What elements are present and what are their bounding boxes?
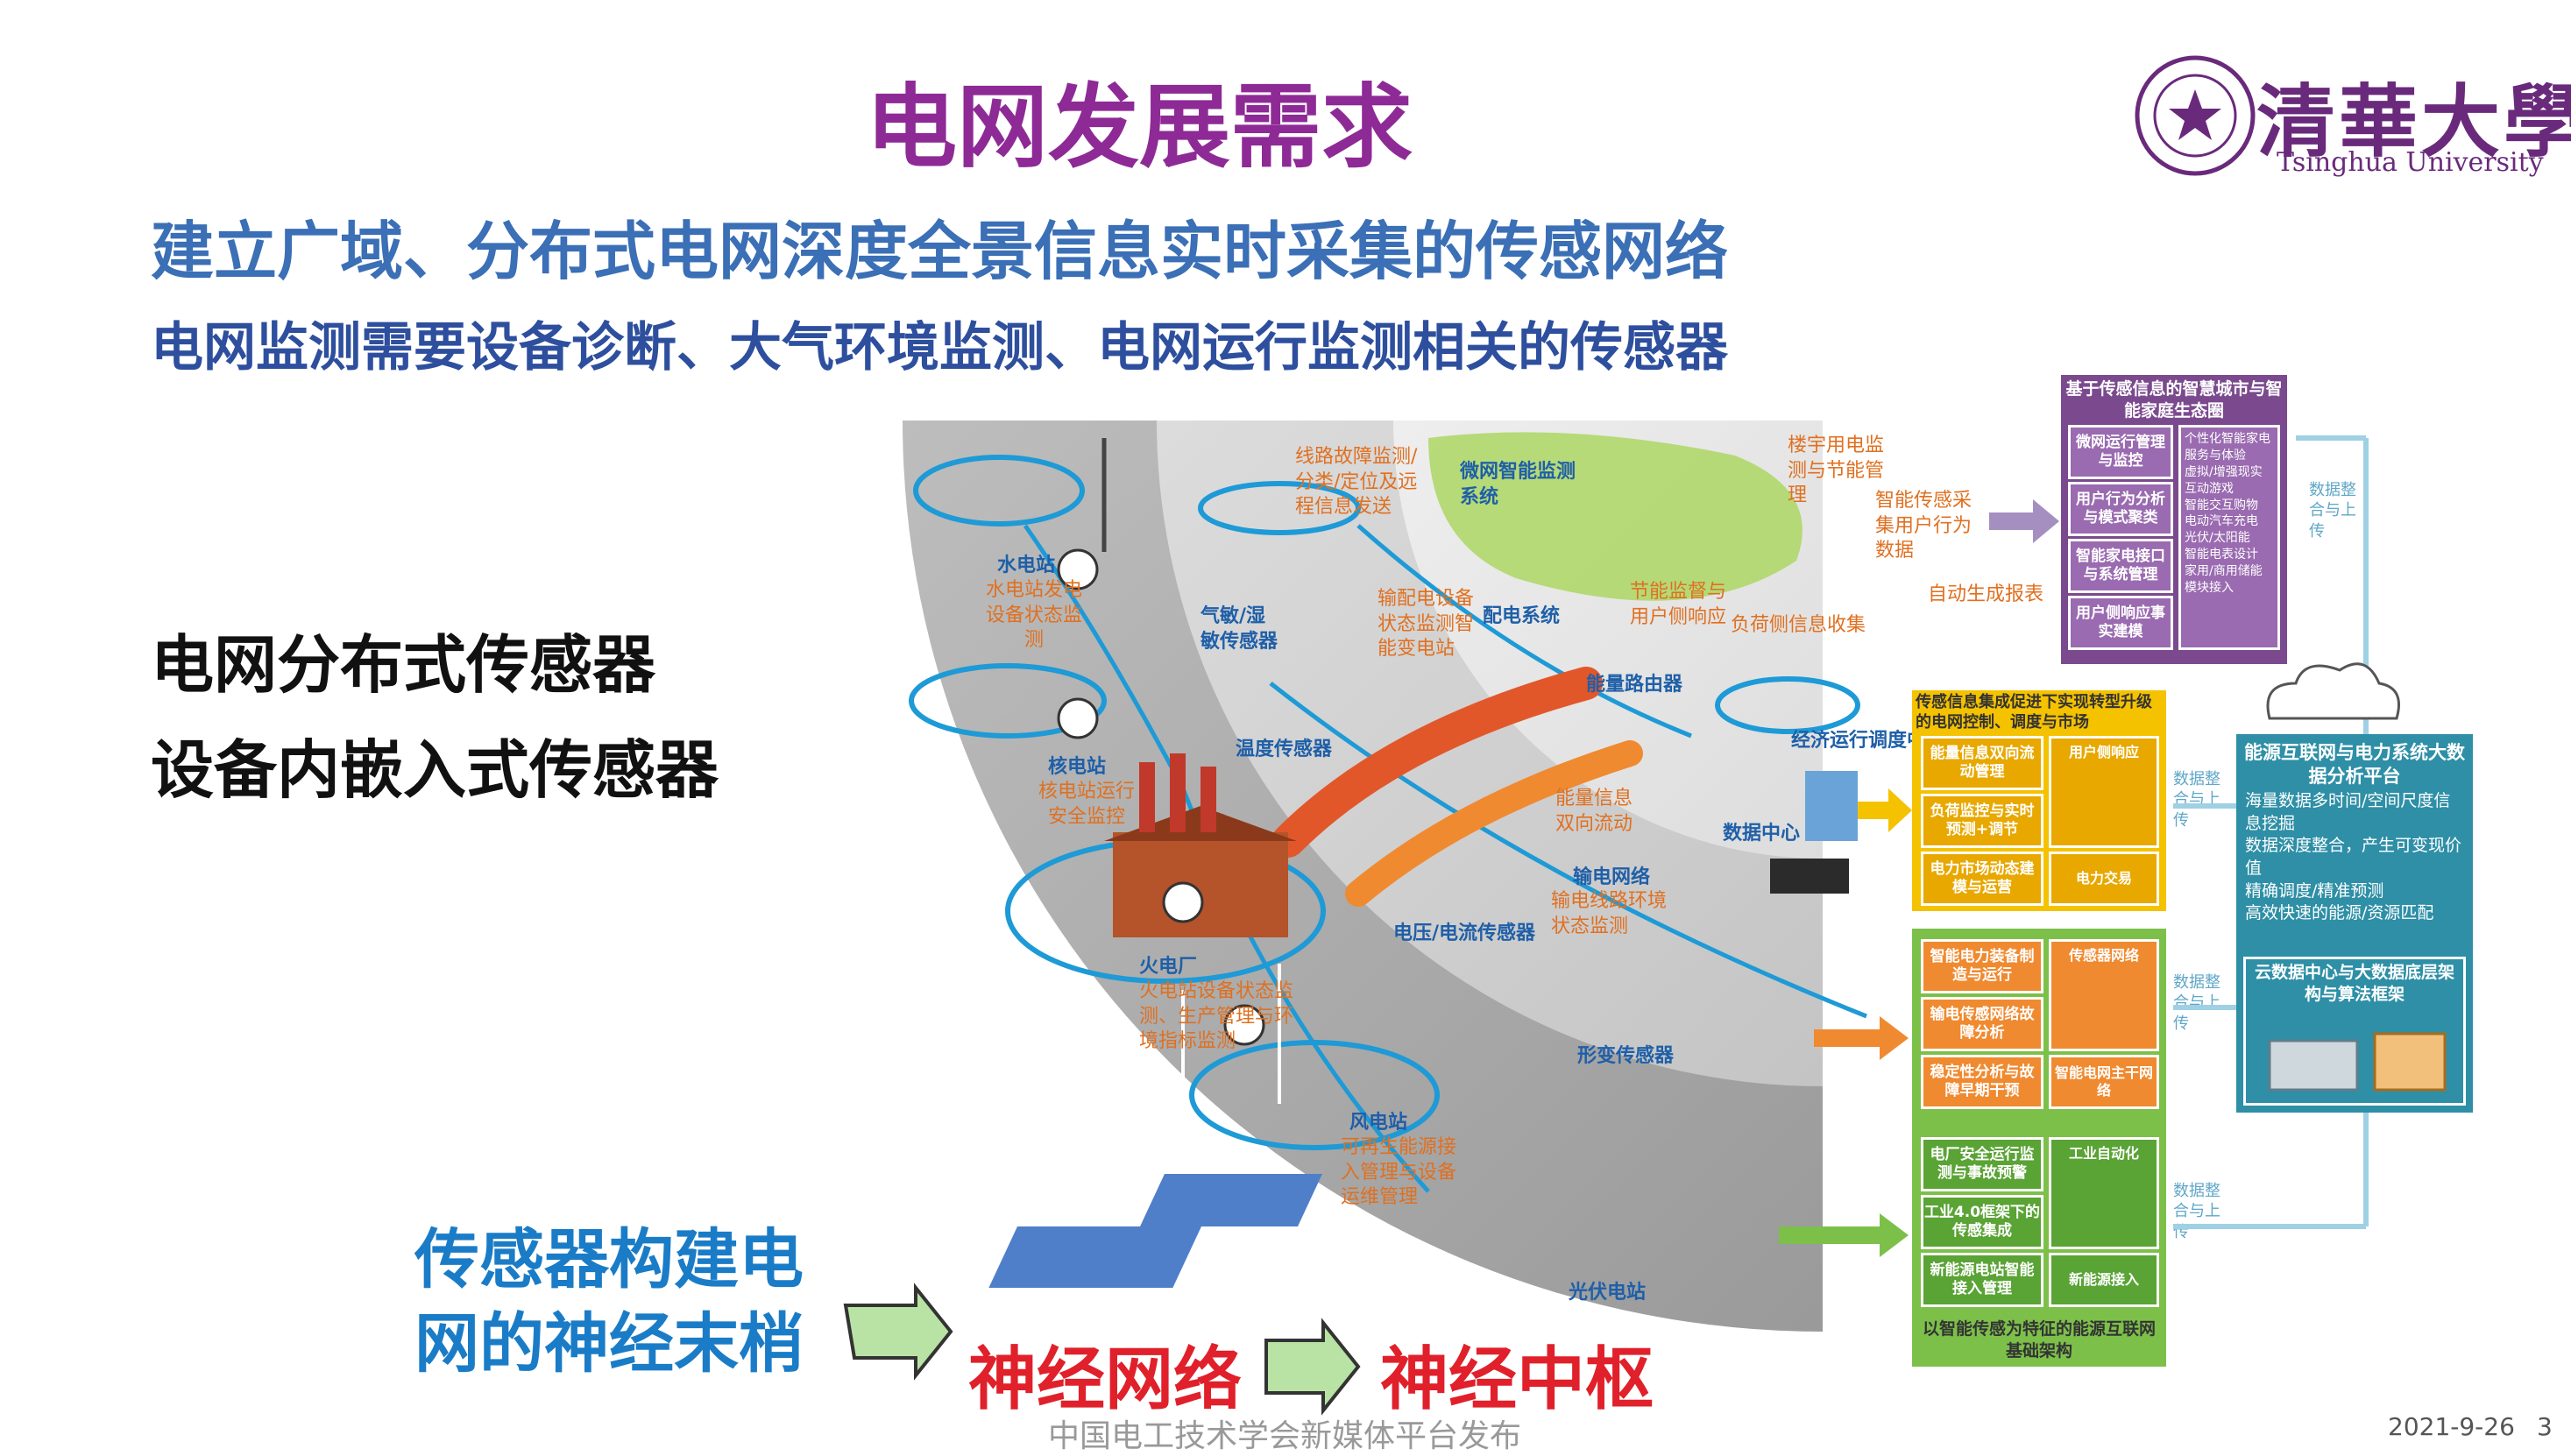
panel-smart-city-title: 基于传感信息的智慧城市与智能家庭生态圈 [2065,379,2283,421]
yellow-item-1: 能量信息双向流动管理 [1921,736,2043,790]
sensor-temperature: 温度传感器 [1236,739,1333,760]
yellow-item-4: 用户侧响应 [2049,736,2159,848]
left-text-distributed: 电网分布式传感器 [151,628,656,702]
logo-chinese: 清華大學 [2256,75,2571,168]
purple-item-2: 用户行为分析与模式聚类 [2068,482,2173,536]
subtitle-primary: 建立广域、分布式电网深度全景信息实时采集的传感网络 [151,215,1729,288]
sensor-voltage-current: 电压/电流传感器 [1393,922,1536,944]
green-item-4: 工业自动化 [2049,1137,2159,1249]
green-item-2: 工业4.0框架下的传感集成 [1921,1195,2043,1249]
station-nuclear-name: 核电站 [1048,756,1107,778]
green-item-1: 电厂安全运行监测与事故预警 [1921,1137,2043,1191]
neural-network-text: 神经网络 [968,1340,1243,1419]
orange-item-1: 智能电力装备制造与运行 [1921,939,2043,993]
orange-item-4: 传感器网络 [2049,939,2159,1051]
purple-right-list: 个性化智能家电服务与体验 虚拟/增强现实互动游戏 智能交互购物 电动汽车充电 光… [2178,425,2280,650]
station-thermal-desc: 火电站设备状态监测、生产管理与环境指标监测 [1139,980,1294,1053]
page-title: 电网发展需求 [865,74,1413,180]
sensor-deformation: 形变传感器 [1577,1045,1675,1067]
footer-date: 2021-9-26 [2388,1412,2515,1441]
label-load-collect: 负荷侧信息收集 [1731,614,1866,636]
left-text-embedded: 设备内嵌入式传感器 [151,733,719,807]
station-wind-desc: 可再生能源接入管理与设备运维管理 [1341,1136,1457,1209]
label-building: 楼宇用电监测与节能管理 [1788,435,1885,507]
label-transmission: 输电网络 [1573,866,1651,888]
purple-item-3: 智能家电接口与系统管理 [2068,539,2173,593]
label-datacenter: 数据中心 [1723,823,1801,845]
label-smart-sensor: 智能传感采集用户行为数据 [1875,490,1973,562]
label-transformer: 输配电设备状态监测智能变电站 [1378,588,1475,661]
yellow-item-5: 电力交易 [2049,852,2159,906]
grid-fan-diagram [903,421,1867,1332]
green-item-5: 新能源接入 [2049,1253,2159,1307]
station-hydro-name: 水电站 [997,555,1056,576]
panel-bigdata-cloud-box [2243,957,2466,1106]
panel-bigdata-title: 能源互联网与电力系统大数据分析平台 [2244,742,2465,788]
purple-item-4: 用户侧响应事实建模 [2068,596,2173,650]
label-report: 自动生成报表 [1928,583,2044,605]
label-distribution: 配电系统 [1483,605,1561,627]
panel-bigdata-cloud: 云数据中心与大数据底层架构与算法框架 [2254,963,2454,1004]
server-icon [2268,1032,2447,1092]
footer-source: 中国电工技术学会新媒体平台发布 [1048,1418,1522,1454]
station-hydro-desc: 水电站发电设备状态监测 [985,579,1082,652]
label-router: 能量路由器 [1586,674,1683,696]
label-microgrid: 微网智能监测系统 [1460,461,1576,508]
subtitle-secondary: 电网监测需要设备诊断、大气环境监测、电网运行监测相关的传感器 [151,317,1728,378]
orange-item-3: 稳定性分析与故障早期干预 [1921,1055,2043,1109]
page-number: 3 [2537,1412,2553,1441]
yellow-item-2: 负荷监控与实时预测+调节 [1921,794,2043,848]
panel-bigdata-bullets: 海量数据多时间/空间尺度信息挖掘 数据深度整合，产生可变现价值 精确调度/精准预… [2245,791,2462,923]
panel-control-market-title: 传感信息集成促进下实现转型升级的电网控制、调度与市场 [1916,693,2152,732]
purple-item-1: 微网运行管理与监控 [2068,425,2173,479]
label-line-env: 输电线路环境状态监测 [1551,890,1668,937]
label-flow: 能量信息双向流动 [1555,788,1633,835]
station-wind-name: 风电站 [1349,1112,1408,1134]
label-save-monitor: 节能监督与用户侧响应 [1630,581,1727,628]
yellow-item-3: 电力市场动态建模与运营 [1921,852,2043,906]
station-nuclear-desc: 核电站运行安全监控 [1038,781,1135,828]
orange-item-5: 智能电网主干网络 [2049,1055,2159,1109]
orange-item-2: 输电传感网络故障分析 [1921,997,2043,1051]
green-item-3: 新能源电站智能接入管理 [1921,1253,2043,1307]
sensor-gas-humidity: 气敏/湿敏传感器 [1201,605,1278,653]
nerve-ending-text: 传感器构建电 网的神经末梢 [414,1222,804,1382]
tsinghua-seal-icon [2135,55,2256,176]
neural-center-text: 神经中枢 [1380,1340,1654,1419]
logo-english: Tsinghua University [2277,147,2544,178]
label-line-fault: 线路故障监测/分类/定位及远程信息发送 [1295,446,1418,519]
upload-label-4: 数据整合与上传 [2173,1182,2220,1241]
station-thermal-name: 火电厂 [1139,956,1198,978]
panel-infrastructure-footer: 以智能传感为特征的能源互联网基础架构 [1922,1319,2156,1361]
station-pv-name: 光伏电站 [1569,1282,1647,1304]
upload-label-1: 数据整合与上传 [2309,481,2356,541]
